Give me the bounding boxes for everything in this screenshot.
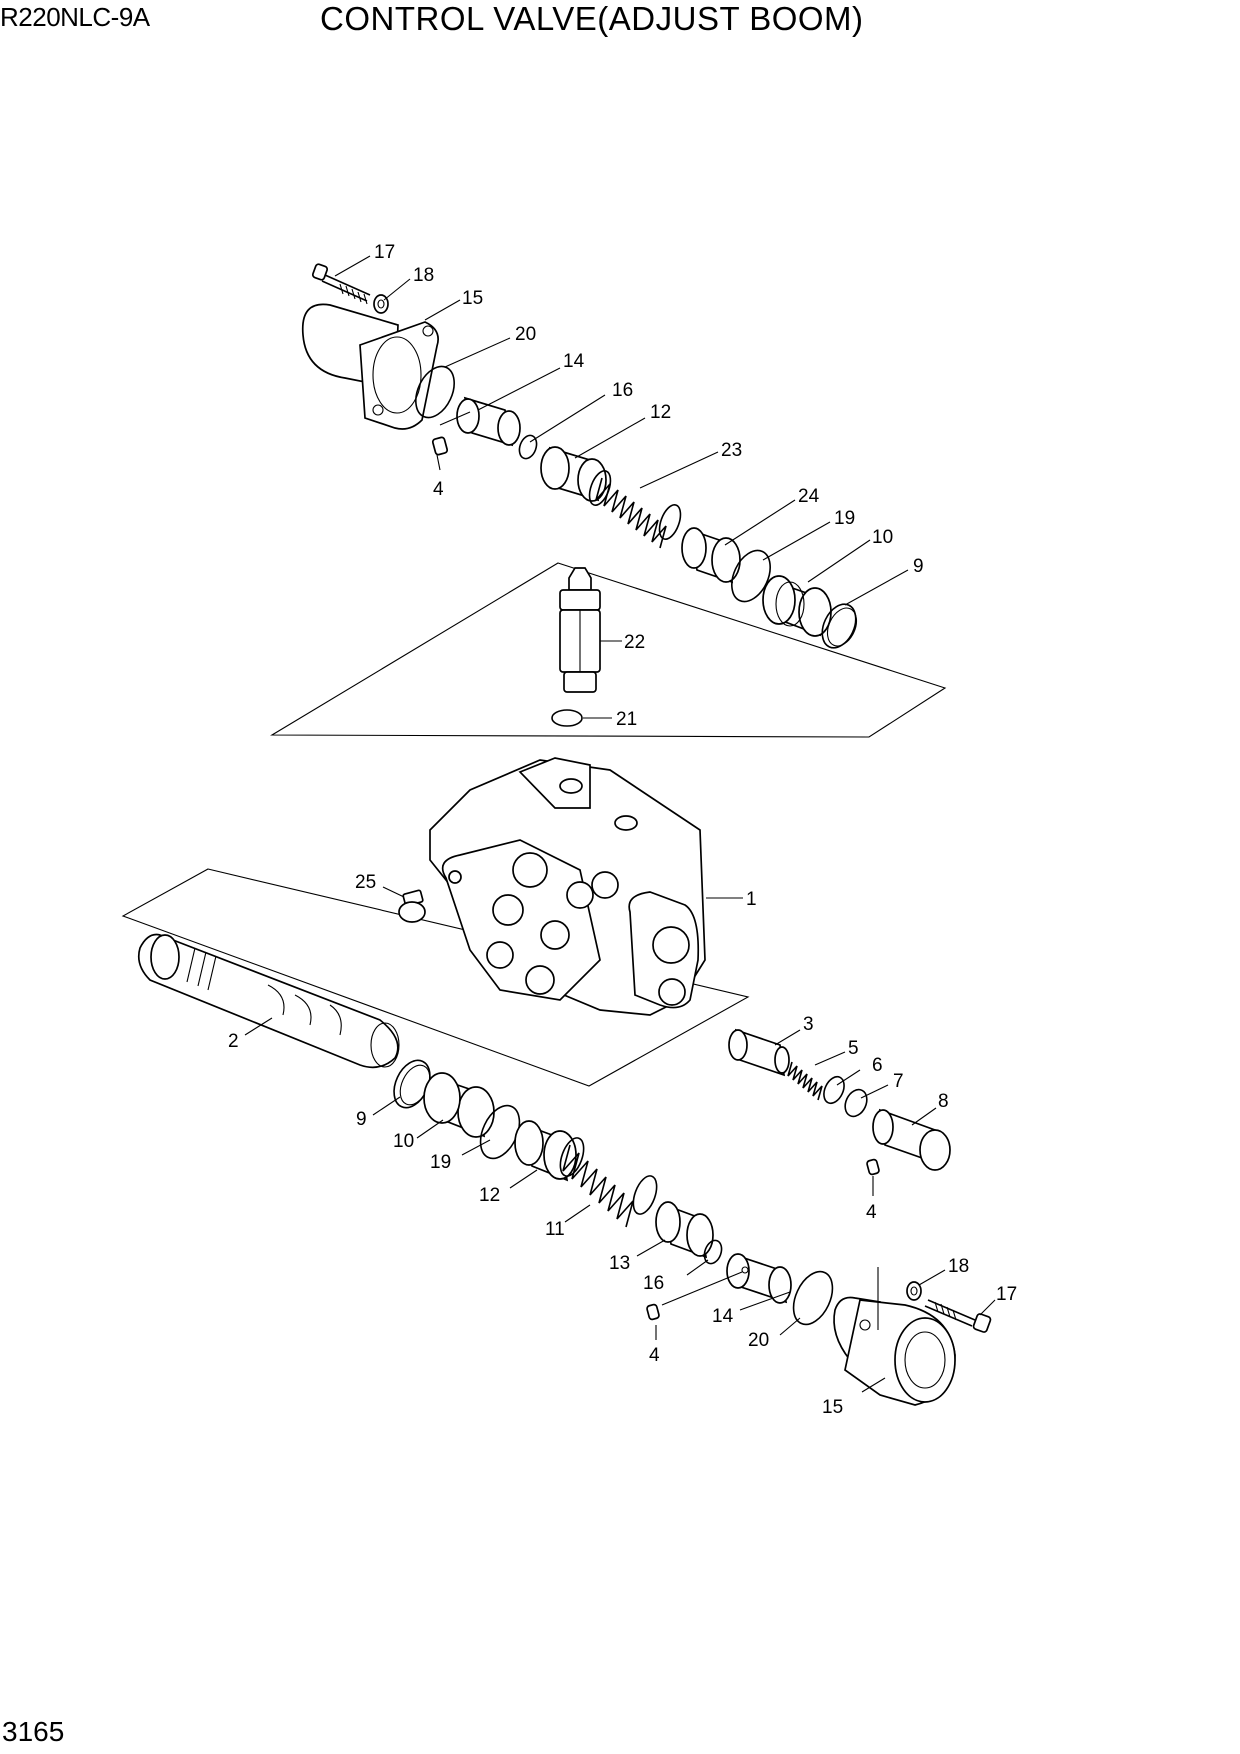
callout-20: 20: [515, 324, 536, 345]
part-20-o-ring-lower: [792, 1270, 834, 1326]
part-21-o-ring: [551, 709, 583, 727]
callout-10: 10: [872, 527, 893, 548]
callout-1: 1: [746, 889, 757, 910]
part-13-retainer: [655, 1201, 714, 1259]
part-4-pin-upper: [431, 436, 449, 456]
part-17-bolt-lower: [924, 1299, 992, 1333]
callout-4: 4: [433, 479, 444, 500]
part-16-o-ring-upper: [518, 434, 538, 460]
part-8-plug: [872, 1108, 951, 1171]
part-24-retainer-upper: [681, 527, 741, 584]
part-4-pin-right: [866, 1158, 880, 1176]
part-12-seat-lower: [514, 1120, 577, 1182]
callout-18: 18: [413, 265, 434, 286]
upper-guide-plane: [270, 562, 947, 738]
callout-25: 25: [355, 872, 376, 893]
part-14-plug-upper: [456, 396, 521, 447]
part-9-ring-upper: [821, 603, 858, 649]
part-16-o-ring-lower: [703, 1239, 723, 1265]
callout-4: 4: [649, 1345, 660, 1366]
page-number: 3165: [2, 1716, 65, 1747]
callout-17: 17: [996, 1284, 1017, 1305]
part-11-spring-lower: [559, 1137, 658, 1228]
callout-21: 21: [616, 709, 637, 730]
callout-18: 18: [948, 1256, 969, 1277]
callout-9: 9: [356, 1109, 367, 1130]
callout-22: 22: [624, 632, 645, 653]
callout-2: 2: [228, 1031, 239, 1052]
callout-6: 6: [872, 1055, 883, 1076]
callout-20: 20: [748, 1330, 769, 1351]
callout-10: 10: [393, 1131, 414, 1152]
part-22-relief-valve: [559, 567, 601, 693]
callout-14: 14: [712, 1306, 734, 1327]
part-15-cover-lower: [833, 1267, 956, 1406]
callout-23: 23: [721, 440, 742, 461]
part-10-cap-lower: [423, 1072, 495, 1138]
part-18-washer-lower: [906, 1281, 922, 1301]
callout-12: 12: [479, 1185, 500, 1206]
callout-17: 17: [374, 242, 395, 263]
part-23-spring-upper: [588, 470, 682, 549]
page-title: CONTROL VALVE(ADJUST BOOM): [320, 0, 864, 37]
part-20-o-ring-upper: [415, 365, 455, 419]
part-12-seat-upper: [540, 446, 607, 502]
callout-12: 12: [650, 402, 671, 423]
callout-7: 7: [893, 1071, 904, 1092]
callout-15: 15: [462, 288, 483, 309]
callout-24: 24: [798, 486, 820, 507]
part-18-washer-upper: [373, 294, 389, 314]
callout-16: 16: [643, 1273, 664, 1294]
part-15-cover-upper: [301, 303, 439, 430]
callout-8: 8: [938, 1091, 949, 1112]
part-6-o-ring: [823, 1075, 845, 1105]
callout-14: 14: [563, 351, 585, 372]
callout-3: 3: [803, 1014, 814, 1035]
callout-9: 9: [913, 556, 924, 577]
part-1-valve-body: [429, 757, 706, 1016]
callout-4: 4: [866, 1202, 877, 1223]
callout-19: 19: [430, 1152, 451, 1173]
part-4-pin-lower: [646, 1303, 660, 1321]
part-10-cap-upper: [762, 575, 832, 637]
part-19-o-ring-upper: [731, 549, 771, 603]
model-code: R220NLC-9A: [0, 2, 150, 32]
part-5-spring: [787, 1061, 823, 1101]
leader-lines: [244, 255, 996, 1393]
part-2-spool: [137, 933, 400, 1069]
part-17-bolt-upper: [311, 263, 371, 305]
part-3-piston: [728, 1028, 790, 1077]
callout-19: 19: [834, 508, 855, 529]
part-7-ring: [844, 1088, 868, 1118]
callout-13: 13: [609, 1253, 630, 1274]
callout-15: 15: [822, 1397, 843, 1418]
part-25-plug: [398, 889, 426, 923]
callout-11: 11: [545, 1219, 565, 1240]
callout-5: 5: [848, 1038, 859, 1059]
callout-16: 16: [612, 380, 633, 401]
